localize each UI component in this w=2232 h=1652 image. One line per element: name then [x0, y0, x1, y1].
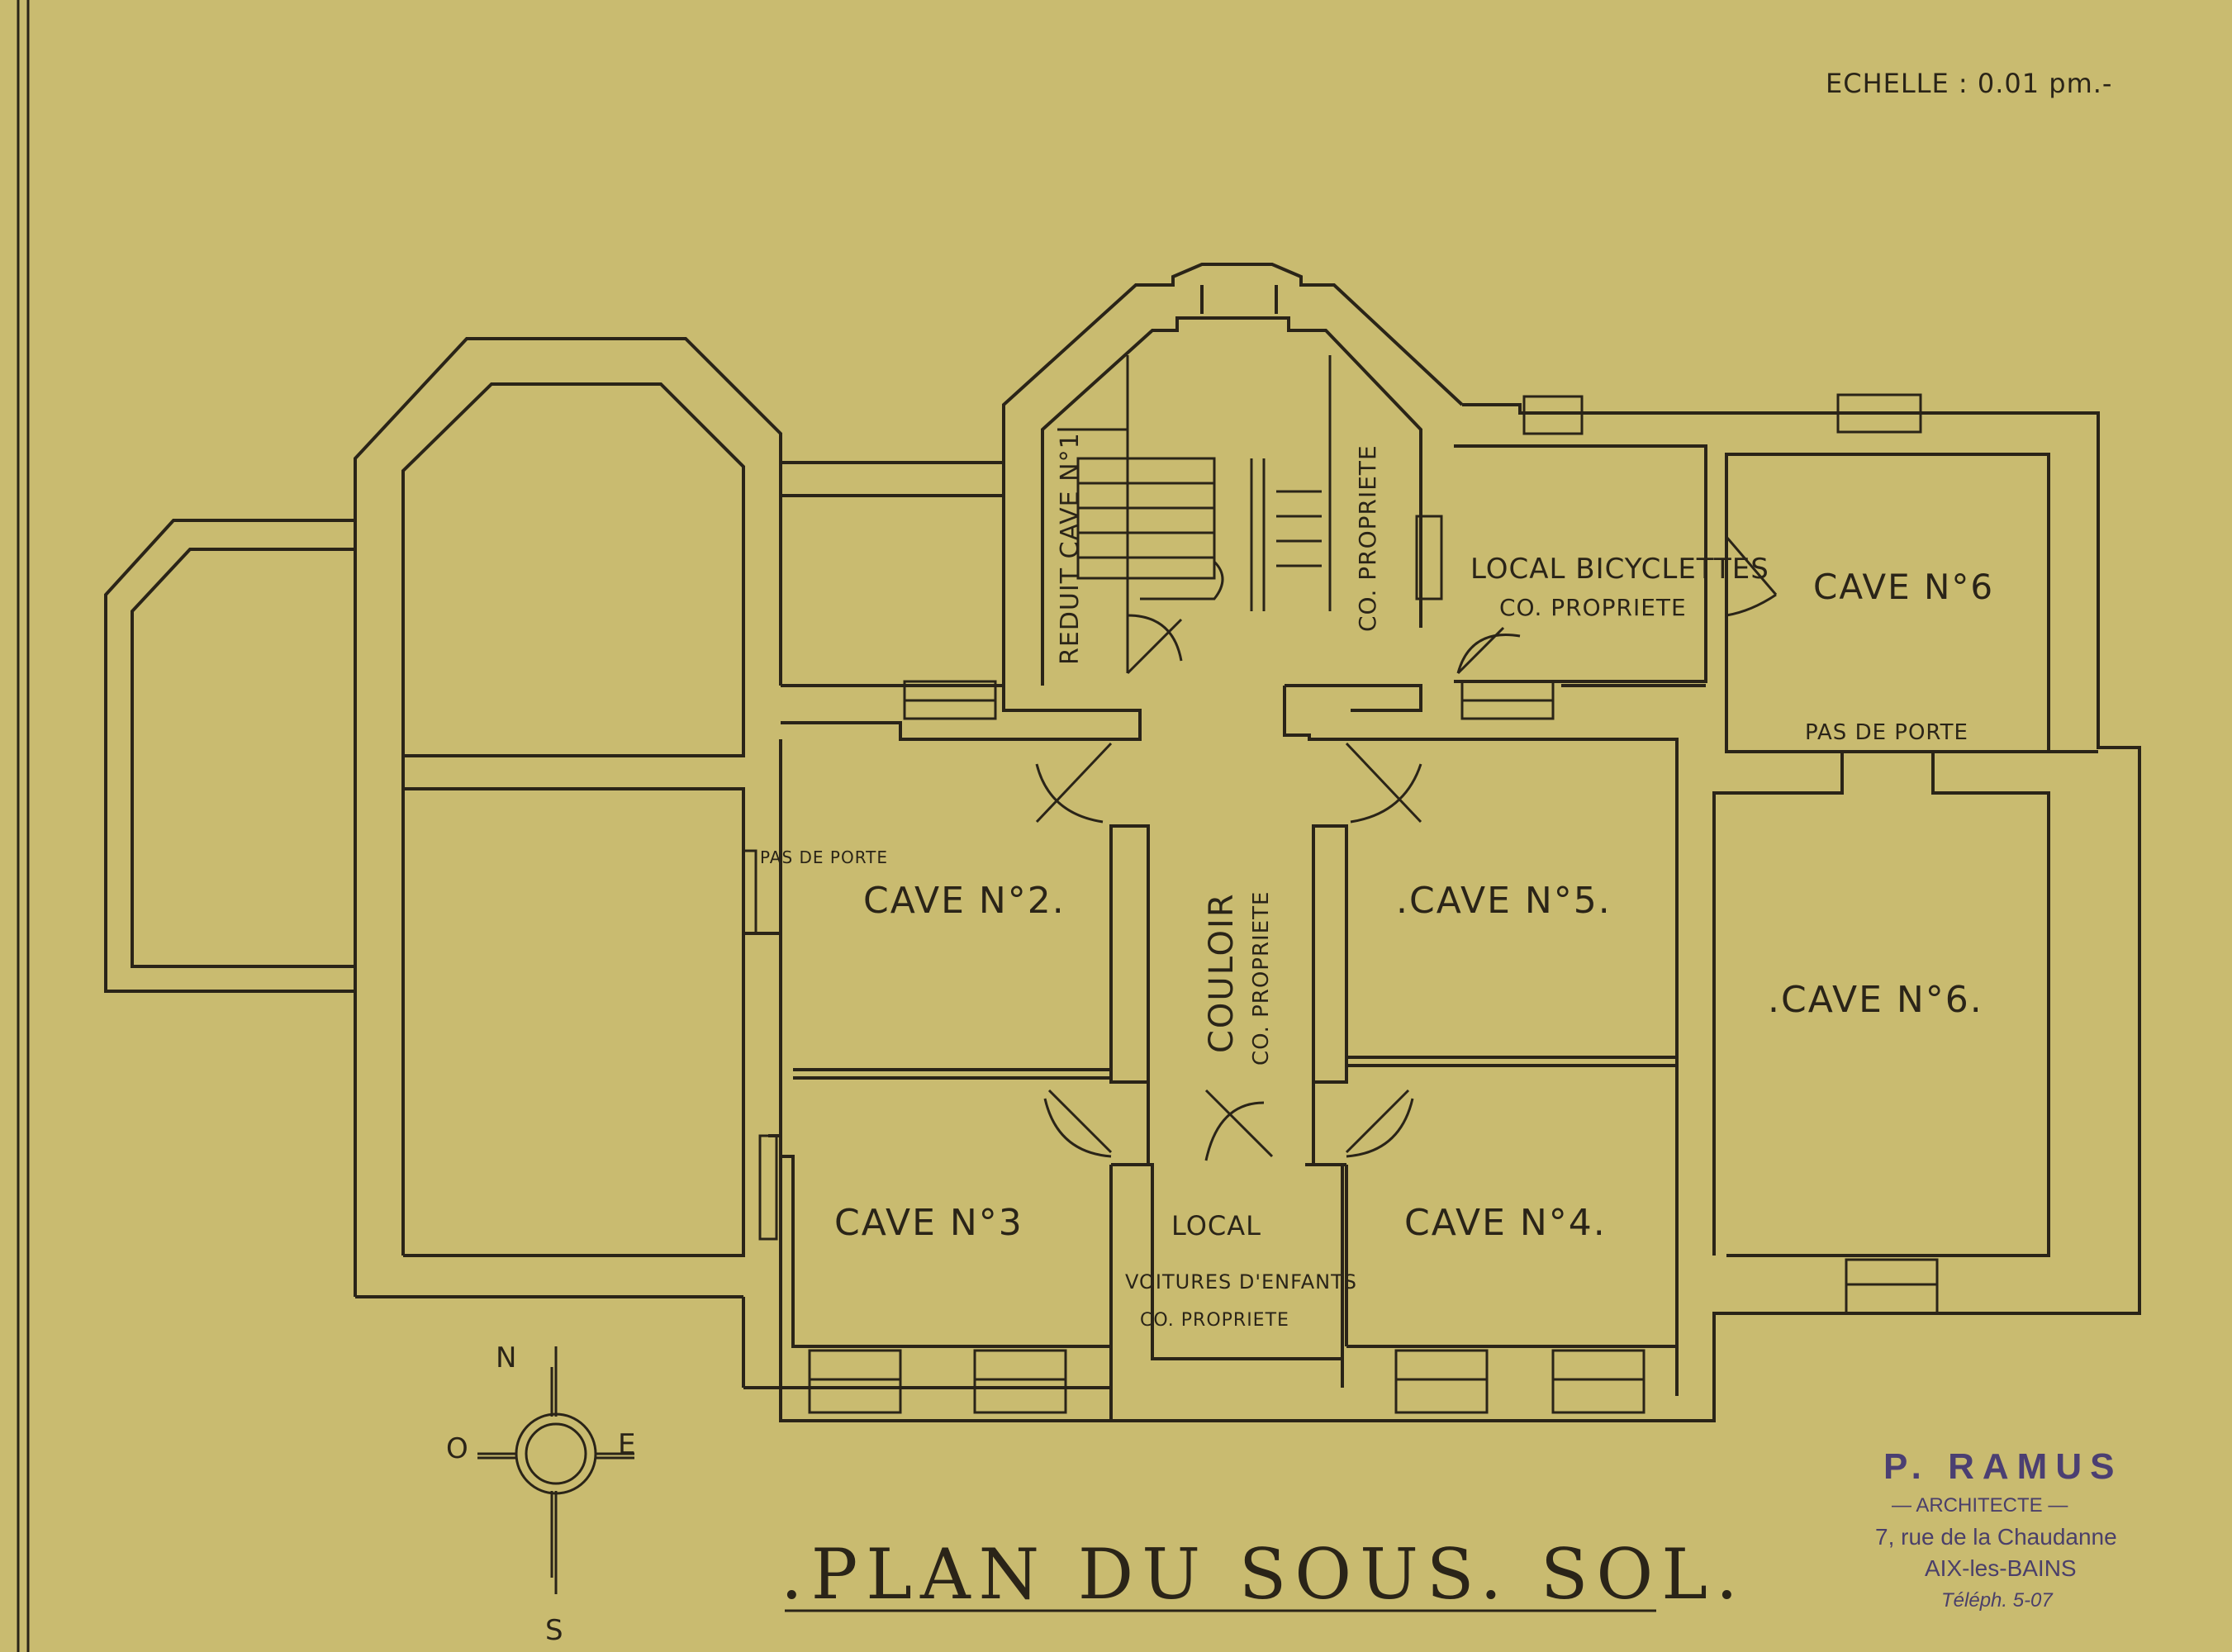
left-block-inner-bottom: [403, 787, 745, 1257]
label-couloir-coprop: CO. PROPRIETE: [1249, 891, 1274, 1066]
stairs: [1057, 355, 1332, 673]
label-local: LOCAL: [1171, 1210, 1261, 1241]
label-stair-coprop: CO. PROPRIETE: [1354, 444, 1381, 632]
compass-o: O: [446, 1432, 469, 1465]
left-block-outer: [354, 337, 782, 1297]
label-cave-5: .CAVE N°5.: [1396, 880, 1612, 922]
compass-s: S: [545, 1614, 564, 1647]
stamp-name: P. RAMUS: [1883, 1446, 2122, 1487]
plan-title: .PLAN DU SOUS. SOL.: [781, 1534, 1746, 1615]
label-cave-4: CAVE N°4.: [1404, 1202, 1607, 1244]
label-bicyclettes-coprop: CO. PROPRIETE: [1499, 594, 1687, 621]
label-cave-6-top: CAVE N°6: [1813, 567, 1994, 607]
label-local-bicyclettes: LOCAL BICYCLETTES: [1470, 553, 1769, 586]
label-pas-porte-left: PAS DE PORTE: [760, 847, 888, 867]
label-reduit-cave-1: REDUIT CAVE N°1: [1056, 432, 1085, 665]
label-cave-2: CAVE N°2.: [863, 880, 1066, 922]
label-local-coprop: CO. PROPRIETE: [1140, 1310, 1289, 1331]
stamp-role: — ARCHITECTE —: [1892, 1494, 2068, 1517]
scale-label: ECHELLE : 0.01 pm.-: [1826, 68, 2112, 99]
stamp-city: AIX-les-BAINS: [1925, 1555, 2077, 1581]
walls: [104, 263, 2141, 1422]
label-voitures-enfants: VOITURES D'ENFANTS: [1125, 1270, 1357, 1294]
door-swings: [1035, 536, 1778, 1161]
label-pas-porte-right: PAS DE PORTE: [1805, 720, 1968, 745]
label-couloir: COULOIR: [1203, 892, 1241, 1053]
sheet-frame: [17, 0, 30, 1652]
label-cave-3: CAVE N°3: [834, 1202, 1023, 1244]
left-block-inner-top: [401, 382, 745, 1256]
architect-stamp: P. RAMUS — ARCHITECTE — 7, rue de la Cha…: [1875, 1446, 2122, 1612]
windows: [742, 393, 1939, 1414]
compass-e: E: [618, 1428, 636, 1461]
compass-rose: [477, 1346, 634, 1594]
stamp-address: 7, rue de la Chaudanne: [1875, 1524, 2117, 1550]
left-annex-outer: [104, 519, 355, 993]
left-annex-inner: [131, 548, 355, 968]
stamp-phone: Téléph. 5-07: [1941, 1589, 2054, 1612]
label-cave-6: .CAVE N°6.: [1768, 979, 1983, 1021]
compass-n: N: [496, 1341, 517, 1374]
